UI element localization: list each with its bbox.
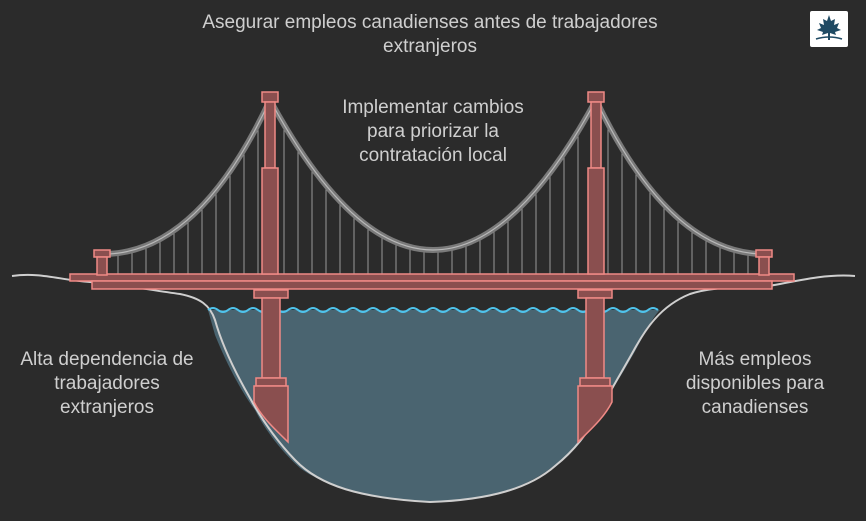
right-side-label: Más empleos disponibles para canadienses <box>685 349 825 418</box>
main-cables-highlight <box>107 99 761 255</box>
bridge-deck <box>69 273 795 290</box>
logo <box>810 11 848 47</box>
water-body <box>208 310 660 502</box>
left-tower <box>261 91 279 275</box>
maple-leaf-icon <box>815 15 843 40</box>
left-side-label: Alta dependencia de trabajadores extranj… <box>20 349 194 418</box>
diagram-title: Asegurar empleos canadienses antes de tr… <box>202 12 658 57</box>
canyon-outline <box>11 273 856 504</box>
bridge-label: Implementar cambios para priorizar la co… <box>342 97 524 166</box>
right-end-pier <box>755 249 773 276</box>
left-tower-base <box>253 289 289 444</box>
suspender-cables <box>117 123 749 274</box>
right-tower-base <box>577 289 613 444</box>
left-end-pier <box>93 249 111 276</box>
right-tower <box>587 91 605 275</box>
water-surface <box>207 307 659 313</box>
